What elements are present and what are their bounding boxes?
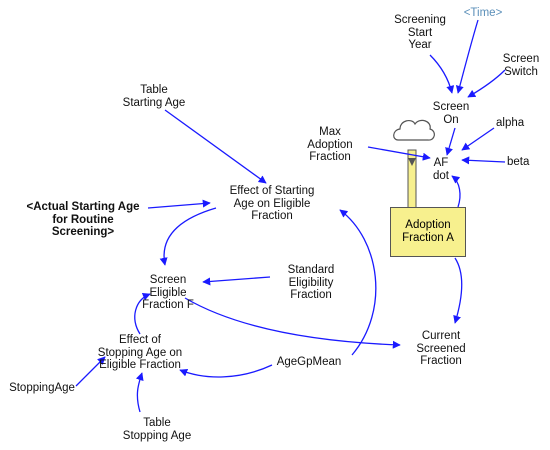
link-switch-to-screen-on: [467, 69, 506, 98]
effect-of-stopping-age-label[interactable]: Effect of Stopping Age on Eligible Fract…: [97, 334, 183, 371]
link-table-start-to-effect-start: [164, 109, 267, 184]
link-max-adoption-to-af-dot: [367, 146, 431, 161]
link-actual-start-to-effect-start: [147, 199, 211, 209]
adoption-fraction-a-label: Adoption Fraction A: [402, 219, 454, 244]
current-screened-fraction-label[interactable]: Current Screened Fraction: [416, 330, 466, 367]
causal-links: [75, 19, 506, 413]
screen-on-label[interactable]: Screen On: [432, 101, 470, 126]
age-gp-mean-label[interactable]: AgeGpMean: [276, 356, 342, 368]
af-dot-label[interactable]: AF dot: [433, 157, 449, 182]
screen-eligible-fraction-label[interactable]: Screen Eligible Fraction F: [142, 274, 194, 311]
link-effect-start-to-eligible: [159, 207, 217, 266]
screening-start-year-label[interactable]: Screening Start Year: [394, 14, 446, 51]
link-eligible-to-current-screened: [184, 297, 401, 349]
link-start-year-to-screen-on: [429, 54, 455, 94]
link-effect-stop-to-eligible: [134, 292, 151, 335]
table-stopping-age-label[interactable]: Table Stopping Age: [122, 417, 192, 442]
link-alpha-to-af-dot: [461, 127, 495, 151]
link-standard-to-eligible: [202, 276, 271, 286]
max-adoption-fraction-label[interactable]: Max Adoption Fraction: [307, 126, 353, 163]
inflow-pipe: [407, 149, 417, 209]
link-stock-to-current-screened: [453, 257, 463, 324]
stopping-age-label[interactable]: StoppingAge: [9, 382, 75, 394]
table-starting-age-label[interactable]: Table Starting Age: [122, 84, 186, 109]
standard-eligibility-fraction-label[interactable]: Standard Eligibility Fraction: [287, 264, 335, 301]
screen-switch-label[interactable]: Screen Switch: [502, 53, 540, 78]
link-beta-to-af-dot: [461, 156, 506, 165]
flow-valve-icon: [408, 158, 416, 166]
link-stock-to-af-dot: [451, 175, 461, 208]
link-time-to-screen-on: [455, 19, 479, 94]
alpha-label[interactable]: alpha: [496, 117, 525, 129]
time-shadow-label[interactable]: <Time>: [463, 7, 503, 19]
actual-starting-age-shadow-label[interactable]: <Actual Starting Age for Routine Screeni…: [26, 201, 140, 238]
effect-of-starting-age-label[interactable]: Effect of Starting Age on Eligible Fract…: [229, 185, 315, 222]
adoption-fraction-a-stock[interactable]: Adoption Fraction A: [390, 207, 466, 257]
link-screen-on-to-af-dot: [445, 127, 456, 156]
link-table-stop-to-effect-stop: [135, 372, 144, 413]
source-cloud-icon: [393, 119, 435, 141]
link-stopping-age-to-effect-stop: [75, 356, 106, 387]
beta-label[interactable]: beta: [507, 156, 530, 168]
link-agegp-to-effect-stop: [179, 364, 273, 378]
link-agegp-to-effect-start: [339, 209, 377, 356]
